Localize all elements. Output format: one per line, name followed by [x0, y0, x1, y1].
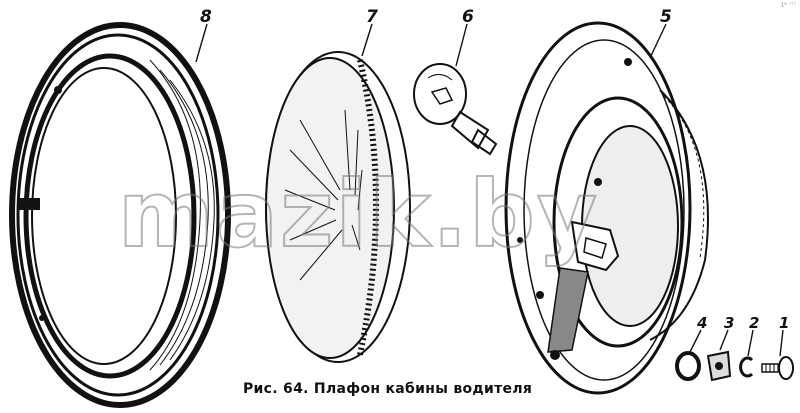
- corner-mark: 1ᴮ ⁷⁷⁷: [780, 2, 796, 9]
- figure-caption: Рис. 64. Плафон кабины водителя: [243, 381, 533, 397]
- callout-3: 3: [724, 314, 734, 332]
- callout-5: 5: [660, 7, 672, 27]
- callout-1: 1: [779, 314, 789, 332]
- part-3-square-nut: [706, 350, 732, 382]
- part-6-bulb: [413, 63, 498, 156]
- part-5-housing: [504, 21, 709, 395]
- callout-8: 8: [200, 7, 212, 27]
- leader-lines: [195, 23, 784, 357]
- part-4-washer: [675, 351, 701, 381]
- callout-2: 2: [749, 314, 759, 332]
- part-1-screw: [761, 356, 794, 380]
- callout-7: 7: [366, 7, 378, 27]
- part-8-rim-ring: [9, 22, 231, 408]
- part-2-spring-washer: [739, 356, 754, 378]
- watermark-text: mazik.by: [118, 161, 599, 268]
- callout-6: 6: [462, 7, 474, 27]
- part-7-lens: [265, 51, 411, 363]
- callout-4: 4: [696, 314, 707, 332]
